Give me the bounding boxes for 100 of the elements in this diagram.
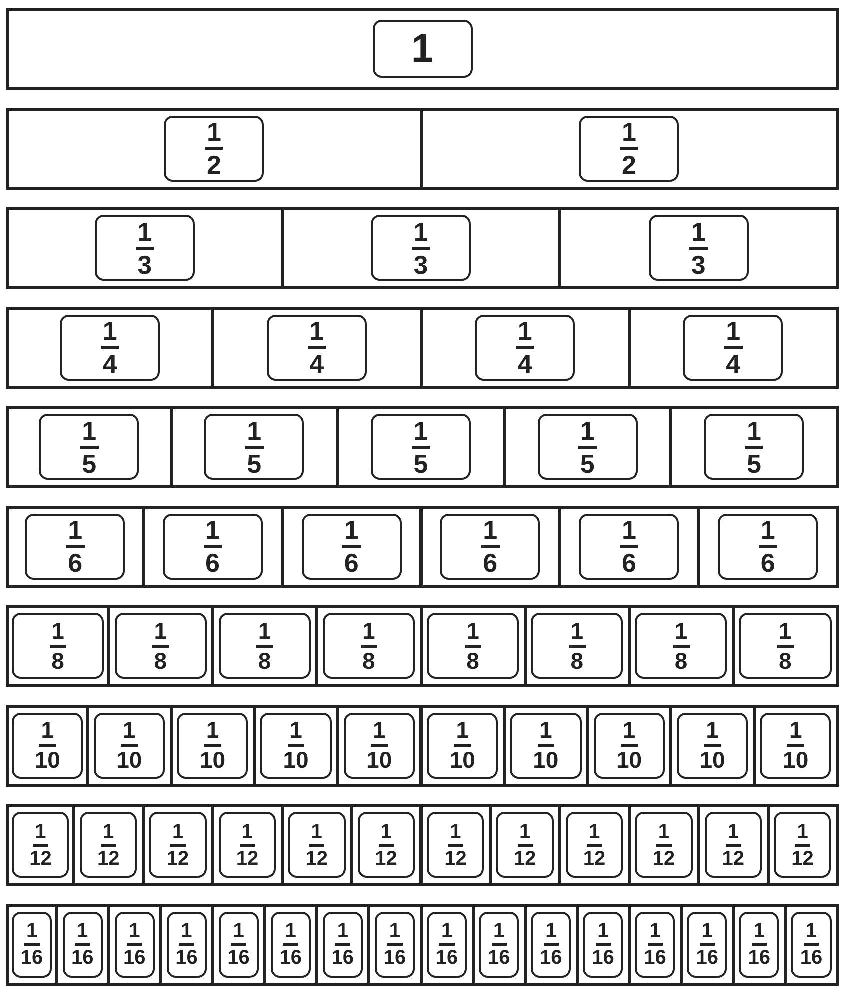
denominator: 12 <box>583 846 606 868</box>
numerator: 1 <box>726 822 741 846</box>
fraction-bar-cell <box>6 506 145 588</box>
denominator: 16 <box>280 946 302 968</box>
fraction-bar-cell <box>6 406 173 488</box>
fraction-bar-cell <box>211 804 284 886</box>
denominator: 6 <box>760 548 776 576</box>
denominator: 12 <box>514 846 536 868</box>
denominator: 10 <box>34 747 60 772</box>
numerator: 1 <box>283 921 298 946</box>
denominator: 8 <box>362 648 376 672</box>
denominator: 4 <box>310 349 324 377</box>
fraction-bar-cell <box>86 704 173 786</box>
fraction-bar-cell <box>558 804 631 886</box>
denominator: 16 <box>436 946 458 968</box>
denominator: 3 <box>414 250 428 278</box>
numerator: 1 <box>256 620 274 648</box>
numerator: 1 <box>170 822 186 846</box>
numerator: 1 <box>100 318 120 349</box>
denominator: 16 <box>384 946 406 968</box>
numerator: 1 <box>516 318 534 349</box>
denominator: 6 <box>483 548 498 576</box>
fraction-bar-cell <box>367 904 422 986</box>
denominator: 10 <box>200 747 226 772</box>
denominator: 8 <box>466 648 480 672</box>
numerator: 1 <box>66 517 85 548</box>
numerator: 1 <box>136 218 154 250</box>
denominator: 12 <box>652 846 676 868</box>
denominator: 10 <box>783 747 809 772</box>
denominator: 8 <box>570 648 584 672</box>
fraction-bar-cell <box>6 108 422 190</box>
numerator: 1 <box>544 921 559 946</box>
fraction-bar-cell <box>211 306 422 388</box>
denominator: 6 <box>622 548 636 576</box>
numerator: 1 <box>481 517 500 548</box>
denominator: 16 <box>71 946 94 968</box>
denominator: 4 <box>726 349 741 377</box>
denominator: 6 <box>206 548 220 576</box>
denominator: 16 <box>540 946 562 968</box>
denominator: 10 <box>616 747 642 772</box>
denominator: 2 <box>622 150 636 178</box>
denominator: 8 <box>779 648 792 672</box>
denominator: 10 <box>450 747 476 772</box>
denominator: 16 <box>592 946 614 968</box>
denominator: 12 <box>236 846 259 868</box>
denominator: 4 <box>518 349 532 377</box>
numerator: 1 <box>620 719 638 747</box>
numerator: 1 <box>101 822 116 846</box>
fraction-bar-cell <box>420 804 492 886</box>
denominator: 10 <box>116 747 142 772</box>
numerator: 1 <box>724 318 743 349</box>
denominator: 12 <box>444 846 467 868</box>
fraction-bar-cell <box>72 804 145 886</box>
denominator: 5 <box>247 448 262 476</box>
numerator: 1 <box>245 418 264 448</box>
numerator: 1 <box>439 921 455 946</box>
denominator: 8 <box>52 648 64 672</box>
numerator: 1 <box>231 921 246 946</box>
denominator: 5 <box>414 448 428 476</box>
numerator: 1 <box>204 719 222 747</box>
fraction-bar-cell <box>350 804 422 886</box>
numerator: 1 <box>454 719 472 747</box>
fraction-bar-cell <box>669 406 839 488</box>
denominator: 6 <box>68 548 83 576</box>
denominator: 6 <box>344 548 359 576</box>
numerator: 1 <box>586 822 602 846</box>
numerator: 1 <box>75 921 90 946</box>
denominator: 5 <box>580 448 595 476</box>
denominator: 12 <box>97 846 120 868</box>
numerator: 1 <box>620 119 638 150</box>
numerator: 1 <box>804 921 820 946</box>
numerator: 1 <box>308 318 326 349</box>
fraction-bar-cell <box>6 8 839 90</box>
numerator: 1 <box>204 517 222 548</box>
numerator: 1 <box>656 822 672 846</box>
numerator: 1 <box>179 921 194 946</box>
numerator: 1 <box>387 921 403 946</box>
denominator: 10 <box>533 747 559 772</box>
fraction-bar-cell <box>420 704 506 786</box>
denominator: 8 <box>674 648 688 672</box>
denominator: 12 <box>166 846 190 868</box>
denominator: 10 <box>366 747 392 772</box>
denominator: 10 <box>283 747 309 772</box>
denominator: 16 <box>332 946 354 968</box>
numerator: 1 <box>24 921 40 946</box>
numerator: 1 <box>121 719 138 747</box>
fraction-bar-cell <box>336 406 506 488</box>
numerator: 1 <box>412 418 430 448</box>
numerator: 1 <box>744 418 764 448</box>
fraction-bar-cell <box>315 605 422 687</box>
denominator: 16 <box>748 946 771 968</box>
numerator: 1 <box>578 418 597 448</box>
denominator: 8 <box>154 648 168 672</box>
numerator: 1 <box>596 921 611 946</box>
fraction-bar-cell <box>558 207 839 289</box>
numerator: 1 <box>700 921 715 946</box>
numerator: 1 <box>672 620 690 648</box>
denominator: 2 <box>207 150 222 178</box>
fraction-bar-cell <box>697 506 839 588</box>
numerator: 1 <box>80 418 99 448</box>
